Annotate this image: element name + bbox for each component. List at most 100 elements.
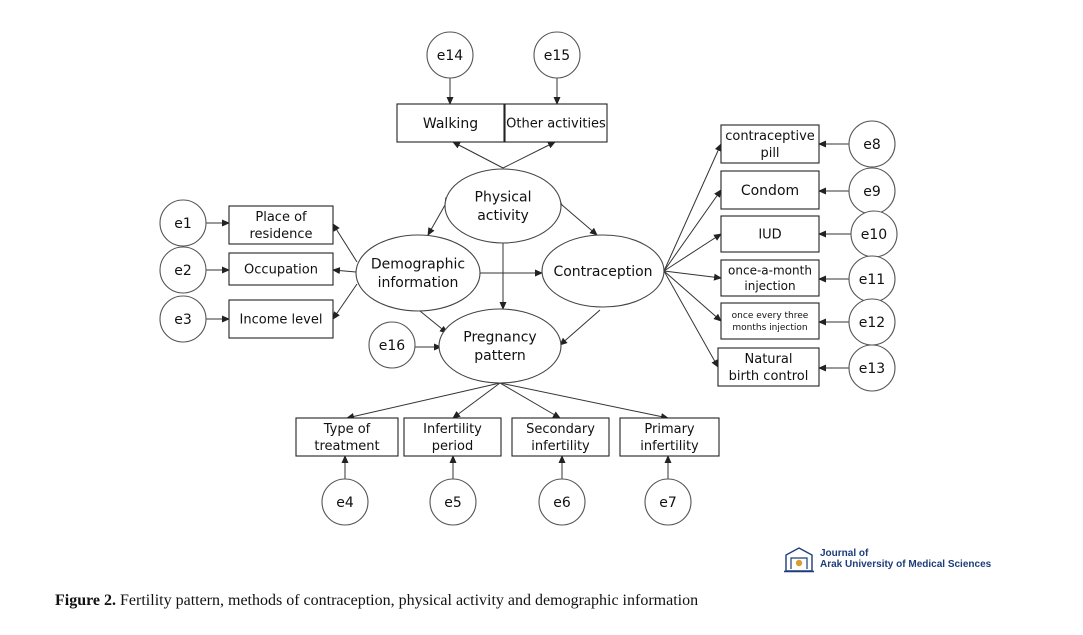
figure-caption-text: Fertility pattern, methods of contracept…	[120, 592, 699, 609]
figure-label: Figure 2.	[55, 592, 117, 609]
error-term-e1: e1	[159, 199, 207, 247]
indicator-infertility-period-text-0: Infertility	[423, 422, 482, 437]
indicator-once-every-three-text-0: once every three	[732, 311, 809, 321]
indicator-iud-text-0: IUD	[758, 228, 781, 243]
edge-demographic-occupation	[332, 267, 357, 275]
journal-name-line1: Journal of	[820, 548, 869, 559]
error-term-e11-text-0: e11	[859, 272, 885, 288]
edge-physical-contraception	[554, 197, 598, 236]
edge-pregnancy-primary	[499, 382, 669, 420]
error-term-e7-circle	[644, 478, 692, 526]
error-term-e7: e7	[644, 478, 692, 526]
indicator-natural-birth-control-box	[717, 347, 820, 387]
edge-physical-other-activities	[502, 141, 556, 169]
error-term-e16-text-0: e16	[379, 338, 406, 354]
error-term-e9: e9	[848, 167, 896, 215]
edge-pregnancy-secondary	[499, 382, 561, 419]
indicator-contraceptive-pill-text-0: contraceptive	[725, 129, 815, 144]
university-emblem-icon	[784, 547, 814, 573]
indicator-condom: Condom	[720, 170, 820, 210]
error-term-e2: e2	[159, 246, 207, 294]
error-term-e8: e8	[848, 120, 896, 168]
latent-contraception-shape	[541, 234, 665, 308]
indicator-once-a-month-box	[720, 259, 820, 297]
edge-physical-walking	[452, 141, 504, 169]
edge-contraception-pill	[663, 143, 722, 272]
error-term-e14: e14	[426, 31, 474, 79]
error-term-e12-text-0: e12	[859, 315, 885, 331]
journal-logo: Journal of Arak University of Medical Sc…	[782, 545, 1012, 575]
indicator-income-level-text-0: Income level	[240, 313, 323, 328]
error-term-e3-text-0: e3	[174, 312, 192, 328]
latent-physical: Physical activity	[444, 168, 562, 244]
latent-contraception: Contraception	[541, 234, 665, 308]
error-term-e16-circle	[368, 321, 416, 369]
indicator-occupation-box	[228, 252, 334, 286]
error-term-e9-text-0: e9	[863, 184, 881, 200]
error-term-e15-text-0: e15	[544, 48, 570, 64]
error-term-e10-text-0: e10	[861, 227, 887, 243]
edge-contraception-pregnancy	[559, 309, 601, 346]
journal-name: Journal of Arak University of Medical Sc…	[820, 548, 991, 570]
indicator-walking-text-0: Walking	[423, 116, 478, 132]
indicator-iud: IUD	[720, 215, 820, 253]
indicator-primary-infertility-text-1: infertility	[640, 439, 699, 454]
indicator-once-every-three-box	[720, 302, 820, 340]
error-term-e16: e16	[368, 321, 416, 369]
indicator-other-activities-text-0: Other activities	[506, 117, 606, 132]
error-term-e5-circle	[429, 478, 477, 526]
error-term-e3: e3	[159, 295, 207, 343]
journal-name-line2: Arak University of Medical Sciences	[820, 559, 992, 570]
indicator-primary-infertility-text-0: Primary	[644, 422, 695, 437]
error-term-e3-circle	[159, 295, 207, 343]
error-term-e6-text-0: e6	[553, 495, 571, 511]
error-term-e8-circle	[848, 120, 896, 168]
indicator-infertility-period: Infertility period	[403, 417, 502, 457]
indicator-contraceptive-pill-box	[720, 124, 820, 164]
indicator-condom-box	[720, 170, 820, 210]
indicator-income-level-box	[228, 299, 334, 339]
latent-demographic: Demographic information	[355, 234, 481, 312]
indicator-primary-infertility-box	[619, 417, 720, 457]
indicator-once-every-three-text-1: months injection	[732, 323, 807, 333]
latent-contraception-text-0: Contraception	[553, 264, 652, 280]
indicator-walking: Walking	[396, 103, 505, 143]
indicator-once-a-month-text-1: injection	[744, 279, 795, 293]
latent-demographic-text-0: Demographic	[371, 257, 465, 273]
edge-contraception-condom	[663, 189, 722, 272]
indicator-condom-text-0: Condom	[741, 183, 799, 199]
error-term-e5-text-0: e5	[444, 495, 462, 511]
indicator-iud-box	[720, 215, 820, 253]
edge-demographic-pregnancy	[419, 310, 448, 334]
error-term-e14-text-0: e14	[437, 48, 464, 64]
edge-contraception-natural	[663, 270, 719, 368]
indicator-occupation: Occupation	[228, 252, 334, 286]
indicator-natural-birth-control-text-0: Natural	[745, 352, 793, 367]
indicator-infertility-period-box	[403, 417, 502, 457]
error-term-e13-text-0: e13	[859, 361, 885, 377]
edge-demographic-residence	[332, 223, 358, 263]
indicator-secondary-infertility-box	[511, 417, 610, 457]
error-term-e8-text-0: e8	[863, 137, 881, 153]
error-term-e4-text-0: e4	[336, 495, 354, 511]
indicator-contraceptive-pill-text-1: pill	[760, 146, 779, 161]
indicator-place-of-residence-text-0: Place of	[255, 210, 307, 225]
error-term-e13-circle	[848, 344, 896, 392]
latent-demographic-text-1: information	[378, 275, 459, 291]
indicator-type-of-treatment-text-0: Type of	[323, 422, 371, 437]
latent-demographic-shape	[355, 234, 481, 312]
error-term-e6: e6	[538, 478, 586, 526]
error-term-e5: e5	[429, 478, 477, 526]
indicator-secondary-infertility-text-1: infertility	[531, 439, 590, 454]
error-term-e10: e10	[850, 210, 898, 258]
latent-physical-text-1: activity	[477, 208, 529, 224]
latent-physical-text-0: Physical	[475, 190, 532, 206]
edge-pregnancy-infertility-period	[452, 382, 501, 419]
indicator-infertility-period-text-1: period	[432, 439, 473, 454]
indicator-occupation-text-0: Occupation	[244, 263, 318, 278]
